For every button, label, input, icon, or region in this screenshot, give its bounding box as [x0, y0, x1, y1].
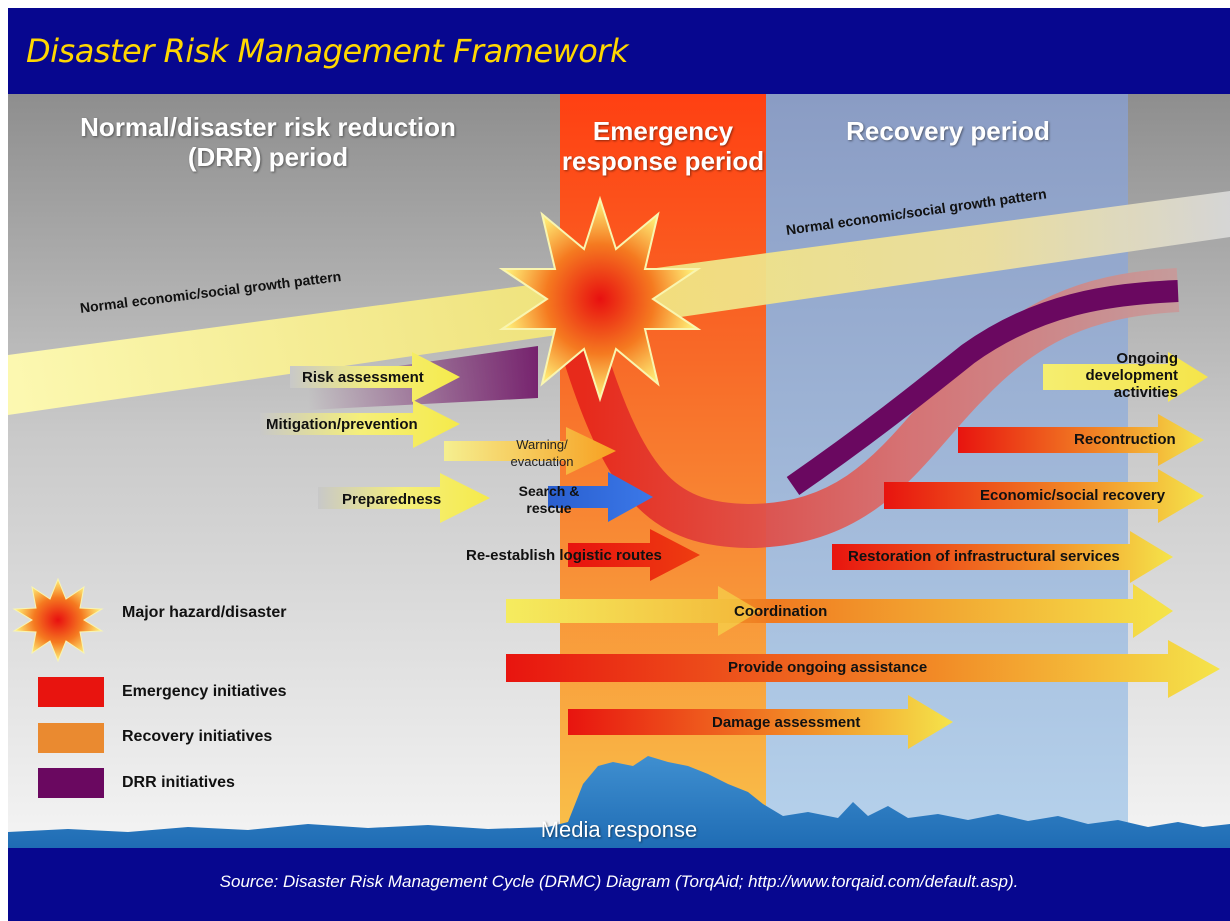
legend-emergency-swatch: [38, 677, 104, 707]
restoration-label: Restoration of infrastructural services: [848, 548, 1120, 565]
legend-hazard-icon: [12, 577, 104, 663]
media-response-label: Media response: [540, 817, 698, 842]
coordination-overlay-arrow: [506, 586, 760, 636]
page-title: Disaster Risk Management Framework: [26, 32, 628, 70]
mitigation-label: Mitigation/prevention: [266, 416, 418, 433]
diagram-graphics: [8, 94, 1230, 848]
drr-period-heading: Normal/disaster risk reduction (DRR) per…: [80, 112, 456, 172]
logistic-routes-label: Re-establish logistic routes: [466, 547, 662, 564]
ongoing-assistance-arrow: [506, 640, 1220, 698]
logistic-routes-arrow: [568, 529, 700, 581]
framework-diagram: Normal/disaster risk reduction (DRR) per…: [8, 94, 1230, 848]
legend-emergency-label: Emergency initiatives: [122, 683, 287, 700]
drr-recovery-curve: [786, 280, 1179, 496]
preparedness-label: Preparedness: [342, 491, 442, 508]
reconstruction-label: Recontruction: [1074, 431, 1176, 448]
legend-recovery-label: Recovery initiatives: [122, 728, 273, 745]
ongoing-development-label: Ongoing development activities: [1085, 350, 1178, 401]
damage-assessment-label: Damage assessment: [712, 714, 861, 731]
risk-assessment-arrow: [290, 352, 460, 402]
reconstruction-arrow: [958, 414, 1204, 466]
preparedness-arrow: [318, 473, 490, 523]
legend-drr-label: DRR initiatives: [122, 774, 235, 791]
restoration-arrow: [832, 531, 1173, 583]
warning-arrow: [444, 427, 616, 475]
ongoing-assistance-label: Provide ongoing assistance: [728, 659, 928, 676]
source-citation: Source: Disaster Risk Management Cycle (…: [219, 872, 1019, 891]
warning-label: Warning/ evacuation: [510, 437, 574, 469]
ongoing-development-arrow: [1043, 352, 1208, 402]
legend-drr-swatch: [38, 768, 104, 798]
economic-recovery-arrow: [884, 469, 1204, 523]
legend-hazard-label: Major hazard/disaster: [122, 604, 287, 621]
footer-bar: Source: Disaster Risk Management Cycle (…: [8, 848, 1230, 921]
major-hazard-star: [498, 195, 702, 403]
legend-recovery-swatch: [38, 723, 104, 753]
media-response-skyline: [8, 756, 1230, 848]
mitigation-arrow: [260, 400, 460, 448]
risk-assessment-label: Risk assessment: [302, 369, 424, 386]
search-rescue-label: Search & rescue: [518, 483, 580, 516]
economic-recovery-label: Economic/social recovery: [980, 487, 1166, 504]
coordination-arrow: [506, 584, 1173, 638]
header-bar: Disaster Risk Management Framework: [8, 8, 1230, 94]
search-rescue-arrow: [548, 472, 653, 522]
emergency-period-heading: Emergency response period: [561, 116, 765, 176]
coordination-label: Coordination: [734, 603, 828, 620]
damage-assessment-arrow: [568, 695, 953, 749]
slide: Disaster Risk Management Framework: [8, 8, 1230, 921]
recovery-period-heading: Recovery period: [846, 116, 1050, 146]
